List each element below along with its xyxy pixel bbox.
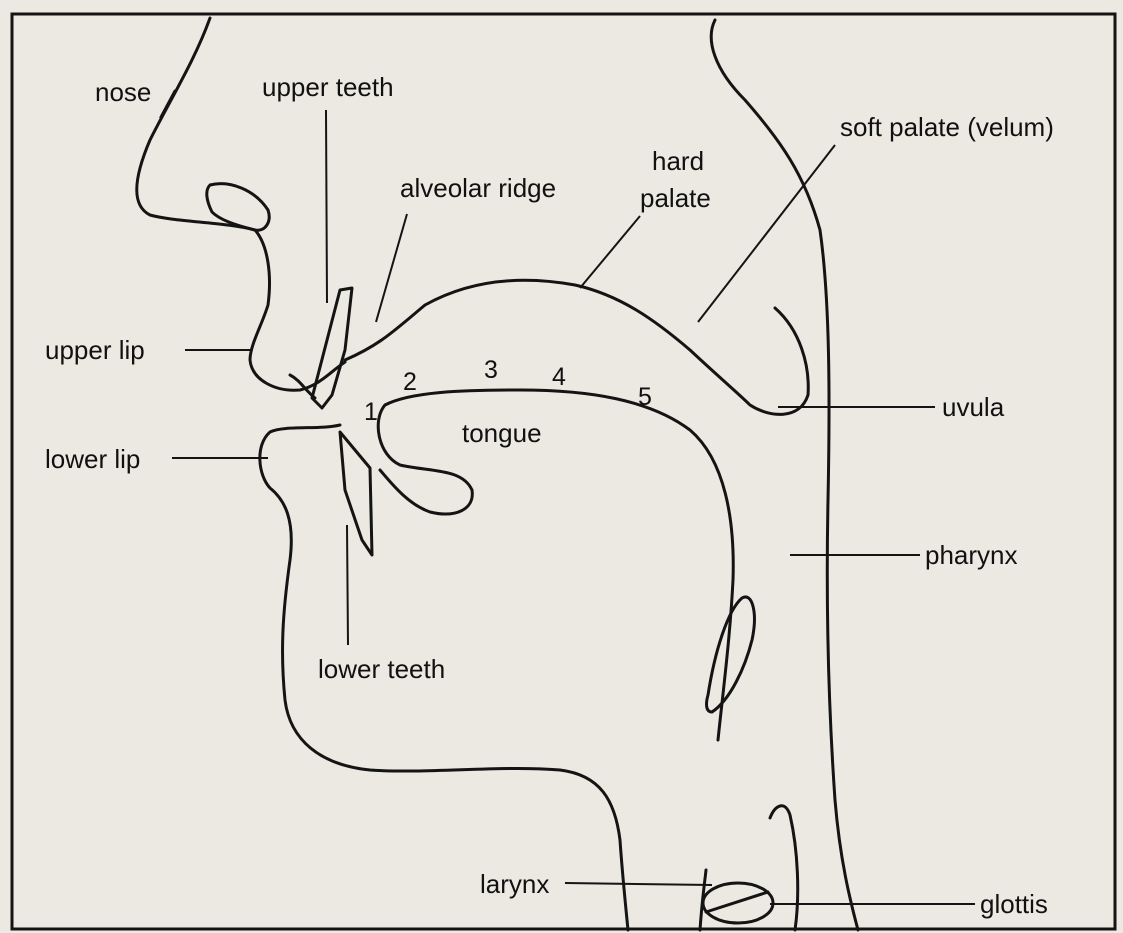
upper-teeth-shape [312,288,352,408]
larynx-wall [700,806,798,930]
label-upper-teeth: upper teeth [262,72,394,102]
tongue-position-4: 4 [552,363,566,391]
tongue-position-2: 2 [403,368,417,396]
label-glottis: glottis [980,889,1048,919]
tongue-outline [378,390,733,740]
epiglottis [707,597,755,712]
label-nose: nose [95,77,151,107]
label-pharynx: pharynx [925,540,1018,570]
label-hard-palate-line2: palate [640,183,711,213]
tongue-position-3: 3 [484,356,498,384]
hard-palate-leader [580,216,640,288]
label-larynx: larynx [480,869,549,899]
label-uvula: uvula [942,392,1005,422]
label-upper-lip: upper lip [45,335,145,365]
larynx-leader [565,883,712,885]
label-hard-palate-line1: hard [652,146,704,176]
diagram-frame [12,14,1115,929]
alveolar-ridge-leader [376,214,407,322]
label-lower-teeth: lower teeth [318,654,445,684]
label-soft-palate: soft palate (velum) [840,112,1054,142]
vocal-fold [706,892,768,912]
pharynx-back-wall [711,20,858,930]
lower-teeth-shape [340,432,372,555]
soft-palate-leader [698,145,835,322]
label-tongue: tongue [462,418,542,448]
tongue-position-5: 5 [638,383,652,411]
lower-teeth-leader [347,525,348,645]
nose-leader [160,90,175,118]
tongue-position-1: 1 [364,398,378,426]
label-lower-lip: lower lip [45,444,140,474]
label-alveolar-ridge: alveolar ridge [400,173,556,203]
upper-teeth-leader [326,110,327,303]
